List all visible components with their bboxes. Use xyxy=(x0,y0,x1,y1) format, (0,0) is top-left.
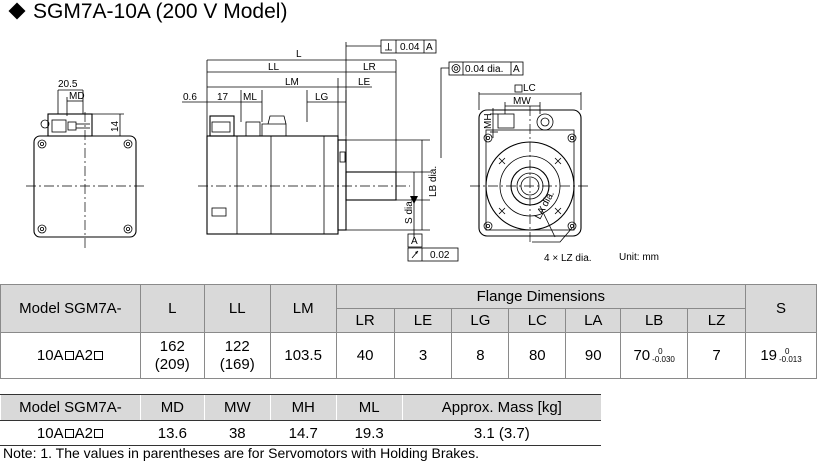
cell-ll-value: 122 xyxy=(224,337,250,355)
mass-cell-mass: 3.1 (3.7) xyxy=(401,420,601,446)
dim-label-md: MD xyxy=(69,91,85,102)
lc-label: LC xyxy=(523,83,536,94)
dim-label-lg: LG xyxy=(315,92,329,103)
perpendicularity-datum: A xyxy=(426,42,433,53)
dim-label-lr: LR xyxy=(363,62,376,73)
cell-lm: 103.5 xyxy=(269,332,337,379)
header-lc: LC xyxy=(508,308,567,333)
square-placeholder-icon xyxy=(64,428,74,438)
header-lz: LZ xyxy=(687,308,747,333)
s-tolerance: 0-0.013 xyxy=(779,346,802,364)
cell-s-value: 19 xyxy=(760,346,777,364)
dim-label-lm: LM xyxy=(285,77,299,88)
header-s: S xyxy=(745,284,817,333)
unit-label: Unit: mm xyxy=(619,252,659,263)
dim-label-14: 14 xyxy=(110,120,121,132)
s-dia-label: S dia. xyxy=(404,198,415,224)
lz-note: 4 × LZ dia. xyxy=(544,253,592,264)
dim-label-0-6: 0.6 xyxy=(183,92,197,103)
cell-l-value: 162 xyxy=(159,337,185,355)
cell-lg: 8 xyxy=(451,332,510,379)
cell-lr: 40 xyxy=(335,332,395,379)
mass-header-mass: Approx. Mass [kg] xyxy=(401,394,601,421)
mass-header-md: MD xyxy=(139,394,205,421)
header-lb: LB xyxy=(620,308,689,333)
dim-label-le: LE xyxy=(358,77,371,88)
cell-model: 10A A2 xyxy=(0,332,141,379)
concentricity-tolerance: 0.04 dia. xyxy=(465,64,503,75)
mw-label: MW xyxy=(513,96,531,107)
mass-header-model: Model SGM7A- xyxy=(0,394,141,421)
cell-lz: 7 xyxy=(687,332,747,379)
perpendicularity-tolerance: 0.04 xyxy=(400,42,420,53)
mass-model-code-b: A2 xyxy=(74,424,93,442)
mass-cell-mw: 38 xyxy=(203,420,271,446)
cell-lb-value: 70 xyxy=(633,346,651,364)
concentricity-datum: A xyxy=(513,64,520,75)
dim-label-l: L xyxy=(296,49,302,60)
cell-l-brake-value: (209) xyxy=(154,355,190,373)
page-title: SGM7A-10A (200 V Model) xyxy=(6,0,287,25)
lb-tol-upper: 0 xyxy=(658,346,663,356)
lb-tol-lower: -0.030 xyxy=(652,354,675,364)
header-lg: LG xyxy=(451,308,510,333)
header-l: L xyxy=(139,284,205,333)
mass-table: Model SGM7A- MD MW MH ML Approx. Mass [k… xyxy=(0,394,601,446)
mass-cell-model: 10A A2 xyxy=(0,420,141,446)
front-view: LC MW MH LA dia. 4 × LZ dia. Unit: mm xyxy=(470,83,659,264)
mass-cell-mh: 14.7 xyxy=(269,420,337,446)
mass-model-code-a: 10A xyxy=(36,424,64,442)
rear-view: 20.5 MD 14 xyxy=(26,79,144,248)
model-code-b: A2 xyxy=(74,346,93,364)
model-code-a: 10A xyxy=(36,346,64,364)
runout-tolerance: 0.02 xyxy=(430,250,450,261)
lb-tolerance: 0-0.030 xyxy=(652,346,675,364)
cell-ll-brake-value: (169) xyxy=(219,355,255,373)
dim-label-20-5: 20.5 xyxy=(58,79,78,90)
diamond-bullet-icon xyxy=(8,2,26,20)
header-la: LA xyxy=(565,308,622,333)
table-row: 10A A2 13.6 38 14.7 19.3 3.1 (3.7) xyxy=(0,420,601,446)
header-le: LE xyxy=(393,308,453,333)
square-placeholder-icon xyxy=(93,350,103,360)
square-placeholder-icon xyxy=(64,350,74,360)
lb-dia-label: LB dia. xyxy=(428,166,439,197)
datum-a-label: A xyxy=(411,236,418,247)
model-header: Model SGM7A- xyxy=(0,284,141,333)
mass-header-mh: MH xyxy=(269,394,337,421)
square-placeholder-icon xyxy=(93,428,103,438)
s-tol-lower: -0.013 xyxy=(779,354,802,364)
flange-dimensions-header: Flange Dimensions xyxy=(335,284,747,309)
footnote: Note: 1. The values in parentheses are f… xyxy=(3,445,479,461)
dimensions-table: Model SGM7A- L LL LM Flange Dimensions S… xyxy=(0,284,817,379)
mass-cell-ml: 19.3 xyxy=(335,420,403,446)
dim-label-ll: LL xyxy=(268,62,280,73)
cell-le: 3 xyxy=(393,332,453,379)
header-lm: LM xyxy=(269,284,337,333)
dim-label-ml: ML xyxy=(243,92,257,103)
cell-ll: 122(169) xyxy=(203,332,271,379)
header-lr: LR xyxy=(335,308,395,333)
s-tol-upper: 0 xyxy=(785,346,790,356)
dim-label-17: 17 xyxy=(217,92,229,103)
mass-header-mw: MW xyxy=(203,394,271,421)
cell-la: 90 xyxy=(565,332,622,379)
page-title-text: SGM7A-10A (200 V Model) xyxy=(33,0,288,23)
side-view: L LL LR LM LE 0.6 17 ML LG 0.04 A 0.04 d… xyxy=(182,39,524,262)
header-ll: LL xyxy=(203,284,271,333)
cell-l: 162(209) xyxy=(139,332,205,379)
dimension-drawing: 20.5 MD 14 L L xyxy=(26,39,659,264)
mass-header-ml: ML xyxy=(335,394,403,421)
mh-label: MH xyxy=(483,113,494,129)
mass-cell-md: 13.6 xyxy=(139,420,205,446)
cell-lc: 80 xyxy=(508,332,567,379)
